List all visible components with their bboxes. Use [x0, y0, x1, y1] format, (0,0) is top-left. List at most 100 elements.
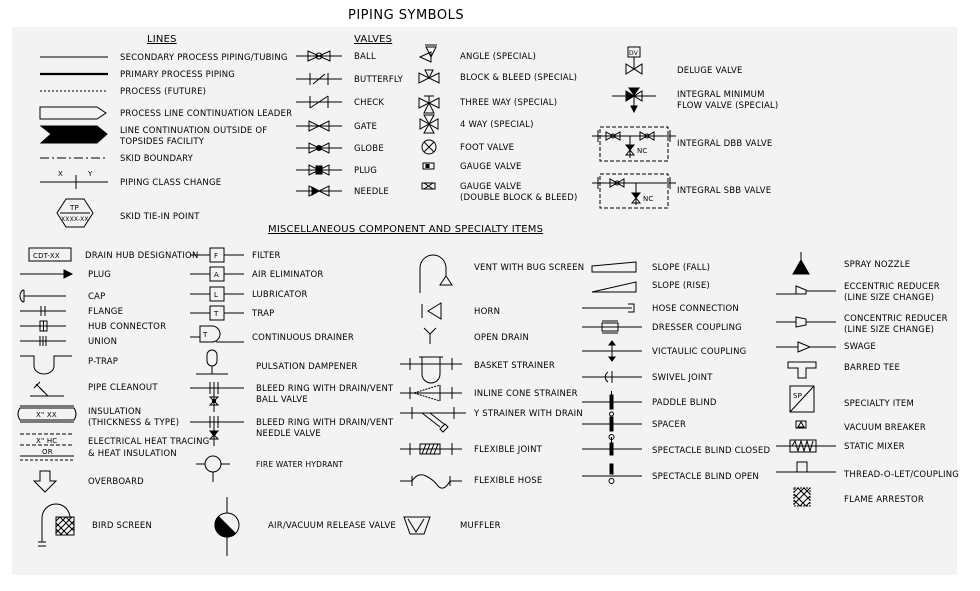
needle-valve-symbol	[296, 185, 342, 197]
misc-label: PIPE CLEANOUT	[88, 383, 158, 393]
heading-misc: MISCELLANEOUS COMPONENT AND SPECIALTY IT…	[268, 224, 543, 235]
valve-label: GATE	[354, 122, 377, 132]
misc-label: ELECTRICAL HEAT TRACING	[88, 437, 209, 447]
line-label: TOPSIDES FACILITY	[119, 137, 205, 147]
valve-label: GLOBE	[354, 144, 384, 154]
heat-tracing-symbol: X" HC OR	[20, 433, 74, 461]
valve-label: NEEDLE	[354, 187, 389, 197]
misc-label: FLEXIBLE HOSE	[474, 476, 542, 486]
misc-label: (THICKNESS & TYPE)	[88, 418, 179, 428]
misc-label: VENT WITH BUG SCREEN	[474, 263, 584, 273]
concentric-reducer-symbol	[776, 316, 836, 328]
valve-label: GAUGE VALVE	[460, 162, 522, 172]
filter-mark: F	[214, 252, 218, 260]
deluge-valve-symbol: DV	[625, 46, 643, 75]
hose-connection-symbol	[582, 303, 635, 313]
lines-legend: X Y TP XXXX-XX SECONDARY PROCESS PIPING/…	[39, 53, 292, 228]
misc-label: ECCENTRIC REDUCER	[844, 282, 940, 292]
continuation-outside-symbol	[39, 125, 108, 144]
misc-label: BASKET STRAINER	[474, 361, 555, 371]
flame-arrestor-symbol	[793, 487, 811, 507]
integral-min-flow-symbol	[612, 87, 656, 114]
check-valve-symbol	[296, 95, 342, 109]
eccentric-reducer-symbol	[776, 285, 836, 295]
deluge-dv: DV	[629, 50, 639, 57]
misc-label: MUFFLER	[460, 521, 501, 531]
misc-label: OVERBOARD	[88, 477, 144, 487]
valve-label: INTEGRAL DBB VALVE	[677, 139, 772, 149]
cone-strainer-symbol	[400, 384, 462, 402]
heading-valves: VALVES	[354, 34, 392, 45]
flexible-hose-symbol	[400, 474, 462, 489]
dbb-nc: NC	[637, 147, 648, 155]
misc-label: PULSATION DAMPENER	[256, 362, 358, 372]
misc-label: Y STRAINER WITH DRAIN	[473, 409, 583, 419]
gate-valve-symbol	[296, 120, 342, 132]
integral-sbb-symbol: NC	[592, 173, 676, 209]
misc-label: STATIC MIXER	[844, 442, 905, 452]
open-drain-symbol	[423, 327, 437, 344]
valve-label: 4 WAY (SPECIAL)	[460, 120, 534, 130]
misc-label: VACUUM BREAKER	[844, 423, 926, 433]
fire-hydrant-symbol	[196, 455, 230, 482]
specialty-sp: SP	[793, 392, 802, 400]
muffler-symbol	[403, 516, 431, 535]
line-label: PROCESS LINE CONTINUATION LEADER	[120, 109, 292, 119]
drain-hub-symbol: CDT-XX	[28, 247, 72, 262]
ball-valve-symbol	[296, 50, 342, 62]
bleed-ring-needle-symbol	[190, 416, 244, 446]
slope-rise-symbol	[591, 281, 637, 293]
misc-label: SWIVEL JOINT	[652, 373, 713, 383]
valve-label: DELUGE VALVE	[677, 66, 743, 76]
air-vacuum-valve-symbol	[214, 497, 240, 556]
misc-column-2: F A L T T	[190, 247, 396, 556]
filter-symbol: F	[190, 247, 244, 263]
gauge-valve-dbb-symbol	[421, 182, 436, 190]
misc-label: AIR/VACUUM RELEASE VALVE	[268, 521, 396, 531]
flexible-joint-symbol	[400, 443, 462, 455]
block-bleed-valve-symbol	[418, 69, 440, 84]
misc-label: VICTAULIC COUPLING	[652, 347, 746, 357]
flange-symbol	[20, 306, 66, 316]
valve-label: BALL	[354, 52, 376, 62]
pulsation-dampener-symbol	[196, 349, 228, 375]
valves-legend: BALL BUTTERFLY CHECK GATE GLOBE PLUG NEE…	[296, 44, 778, 209]
vacuum-breaker-symbol	[795, 420, 807, 429]
misc-label: (LINE SIZE CHANGE)	[844, 293, 934, 303]
line-label: PRIMARY PROCESS PIPING	[120, 70, 235, 80]
swivel-joint-symbol	[582, 371, 642, 383]
lubricator-mark: L	[214, 291, 218, 299]
valve-label: INTEGRAL MINIMUM	[677, 90, 765, 100]
trap-symbol: T	[190, 305, 244, 321]
misc-label: SPECTACLE BLIND OPEN	[652, 472, 759, 482]
drainer-mark: T	[202, 331, 208, 339]
misc-label: FIRE WATER HYDRANT	[256, 460, 343, 469]
spectacle-blind-closed-symbol	[582, 434, 642, 456]
misc-column-1: CDT-XX	[17, 247, 209, 547]
foot-valve-symbol	[421, 139, 437, 155]
trap-mark: T	[213, 310, 219, 318]
class-change-y: Y	[87, 170, 93, 178]
static-mixer-symbol	[776, 439, 836, 453]
butterfly-valve-symbol	[296, 73, 342, 85]
line-label: SKID TIE-IN POINT	[120, 212, 200, 222]
misc-label: INSULATION	[88, 407, 141, 417]
page-title: PIPING SYMBOLS	[348, 8, 464, 23]
valve-label: CHECK	[354, 98, 384, 108]
lubricator-symbol: L	[190, 286, 244, 302]
bleed-ring-ball-symbol	[190, 382, 244, 412]
bird-screen-symbol	[38, 503, 75, 547]
misc-label: SLOPE (FALL)	[652, 263, 710, 273]
misc-label: LUBRICATOR	[252, 290, 308, 300]
misc-label: CONTINUOUS DRAINER	[252, 333, 354, 343]
swage-symbol	[776, 341, 836, 353]
union-symbol	[20, 336, 66, 346]
misc-label: BARRED TEE	[844, 363, 900, 373]
class-change-symbol: X Y	[40, 170, 108, 189]
valve-label: INTEGRAL SBB VALVE	[677, 186, 771, 196]
plug-valve-symbol	[296, 164, 342, 176]
continuous-drainer-symbol: T	[190, 325, 244, 343]
slope-fall-symbol	[591, 261, 637, 273]
misc-label: DRESSER COUPLING	[652, 323, 742, 333]
misc-label: CAP	[88, 292, 105, 302]
